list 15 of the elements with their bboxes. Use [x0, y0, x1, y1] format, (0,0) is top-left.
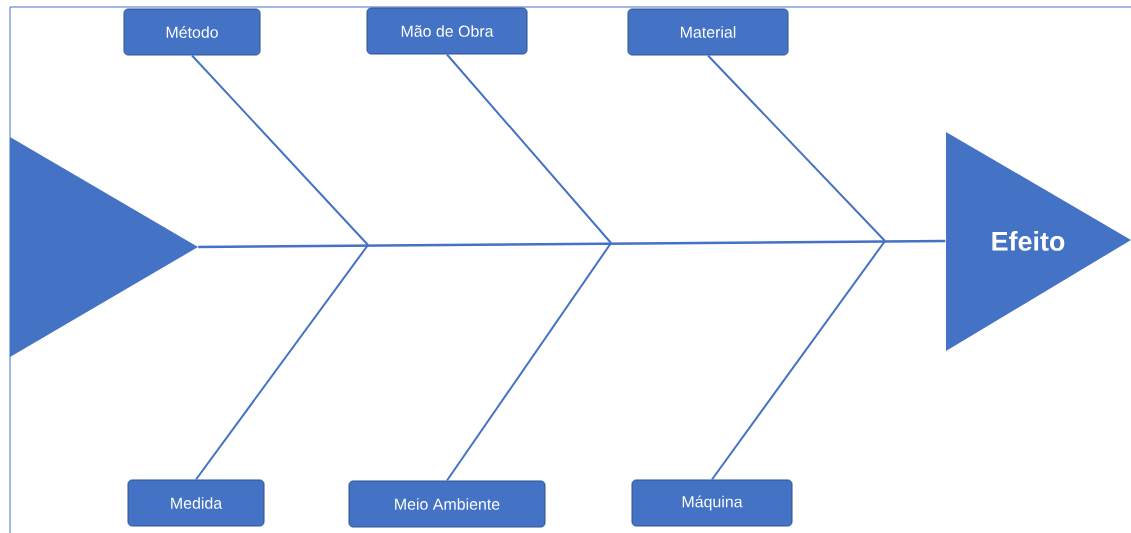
spine-line [198, 239, 946, 249]
bone-line [191, 54, 369, 246]
cause-box: Máquina [631, 479, 793, 527]
bone-line [446, 242, 612, 482]
effect-triangle: Efeito [946, 132, 1131, 351]
cause-box: Mão de Obra [366, 7, 528, 55]
tail-triangle [10, 137, 198, 357]
bone-line [711, 240, 886, 481]
cause-box: Material [627, 8, 789, 56]
cause-box: Medida [127, 479, 265, 527]
cause-box: Meio Ambiente [348, 480, 546, 528]
bone-line [707, 54, 886, 242]
bone-line [195, 244, 369, 481]
bone-line [446, 53, 612, 244]
cause-box: Método [123, 8, 261, 56]
